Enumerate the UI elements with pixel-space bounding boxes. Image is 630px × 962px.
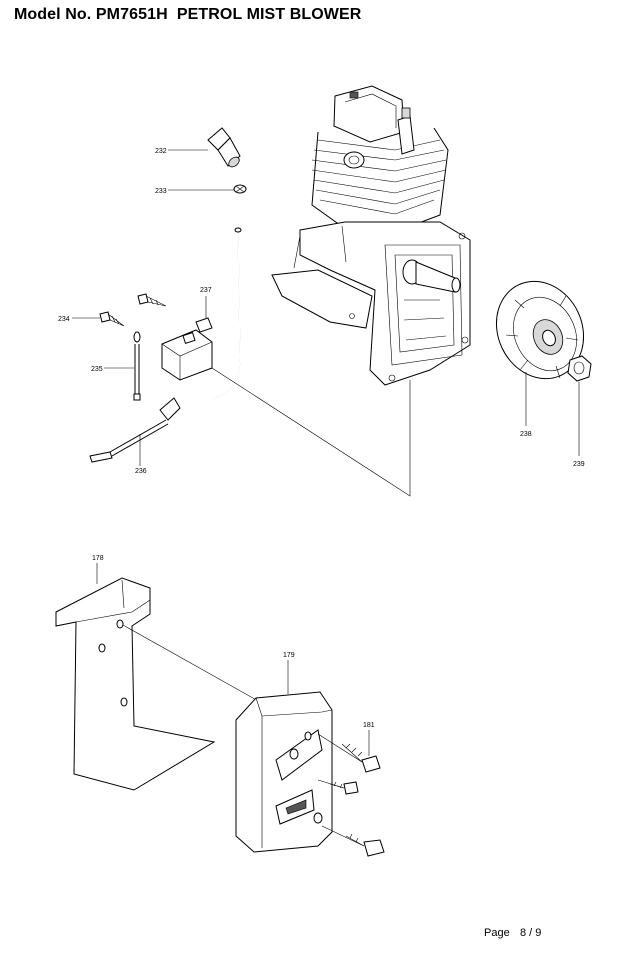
flywheel-nut (567, 355, 592, 382)
callout-238: 238 (520, 431, 532, 438)
callout-181: 181 (363, 722, 375, 729)
spring-clip (233, 184, 247, 194)
callout-232: 232 (155, 148, 167, 155)
page-title: Model No. PM7651H PETROL MIST BLOWER (14, 6, 362, 23)
stop-lead (89, 397, 181, 463)
muffler (235, 691, 333, 853)
callout-179: 179 (283, 652, 295, 659)
page-number: 8 / 9 (520, 927, 542, 939)
ignition-bolts (99, 293, 167, 327)
callout-234: 234 (58, 316, 70, 323)
ignition-coil (161, 317, 213, 381)
callout-leaders (72, 149, 580, 756)
washer-pin (133, 331, 141, 401)
shield-muffler-leader (122, 624, 261, 703)
callout-236: 236 (135, 468, 147, 475)
spark-plug-cap (207, 127, 241, 168)
callout-239: 239 (573, 461, 585, 468)
flywheel (495, 280, 585, 380)
callout-235: 235 (91, 366, 103, 373)
page-label: Page (484, 927, 510, 939)
engine-crankcase-assembly (271, 85, 471, 386)
muffler-bolts (317, 733, 385, 857)
muffler-heat-shield (55, 577, 216, 791)
callout-233: 233 (155, 188, 167, 195)
callout-178: 178 (92, 555, 104, 562)
callout-237: 237 (200, 287, 212, 294)
assembly-leader-line (211, 367, 411, 497)
high-tension-cord (196, 227, 242, 399)
